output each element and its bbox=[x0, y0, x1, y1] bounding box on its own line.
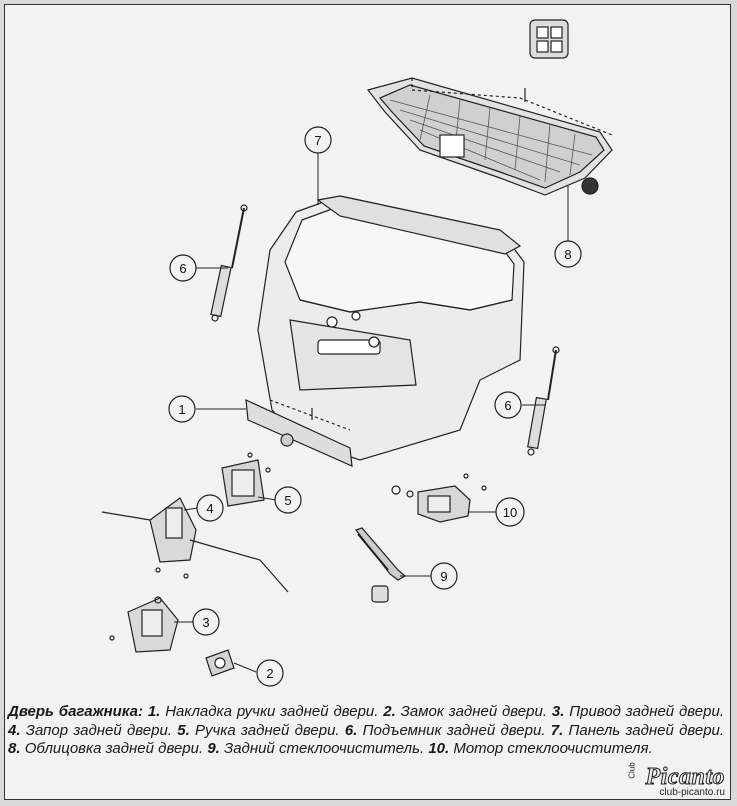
svg-text:3: 3 bbox=[202, 615, 209, 630]
site-watermark: Club Picanto club-picanto.ru bbox=[627, 762, 725, 798]
callout-1: 1 bbox=[168, 395, 196, 423]
caption-item: 9. Задний стеклоочиститель. bbox=[207, 740, 425, 757]
caption-item: 4. Запор задней двери. bbox=[8, 721, 172, 739]
watermark-site: club-picanto.ru bbox=[659, 787, 725, 798]
callout-9: 9 bbox=[430, 562, 458, 590]
svg-text:6: 6 bbox=[504, 398, 511, 413]
tailgate-panel-part bbox=[257, 195, 525, 461]
tailgate-actuator-part bbox=[109, 596, 179, 653]
right-gas-strut-part bbox=[527, 346, 560, 456]
tailgate-trim-panel-part bbox=[366, 77, 613, 196]
wiper-motor-part bbox=[391, 473, 487, 523]
svg-text:2: 2 bbox=[266, 666, 273, 681]
svg-text:1: 1 bbox=[178, 402, 185, 417]
tailgate-lock-part bbox=[205, 649, 235, 677]
watermark-brand: Picanto bbox=[645, 764, 725, 791]
callout-7: 7 bbox=[304, 126, 332, 154]
callout-2: 2 bbox=[256, 659, 284, 687]
caption-item: 10. Мотор стеклоочистителя. bbox=[428, 740, 653, 757]
watermark-club: Club bbox=[627, 762, 637, 779]
tailgate-handle-part bbox=[221, 452, 271, 507]
svg-text:10: 10 bbox=[503, 505, 517, 520]
callout-3: 3 bbox=[192, 608, 220, 636]
rear-wiper-part bbox=[355, 527, 407, 603]
caption-item: 8. Облицовка задней двери. bbox=[8, 740, 204, 757]
caption-lead: Дверь багажника: bbox=[8, 703, 143, 720]
tailgate-latch-part bbox=[101, 497, 289, 593]
caption-item: 7. Панель задней двери. bbox=[550, 721, 725, 739]
callout-5: 5 bbox=[274, 486, 302, 514]
handle-cover-part bbox=[245, 399, 353, 467]
caption-item: 2. Замок задней двери. bbox=[383, 703, 547, 720]
svg-text:5: 5 bbox=[284, 493, 291, 508]
rear-emblem-part bbox=[529, 19, 569, 59]
caption-item: 1. Накладка ручки задней двери. bbox=[147, 703, 379, 720]
caption-item: 6. Подъемник задней двери. bbox=[344, 721, 546, 739]
left-gas-strut-part bbox=[210, 204, 248, 322]
svg-text:8: 8 bbox=[564, 247, 571, 262]
callout-4: 4 bbox=[196, 494, 224, 522]
svg-text:6: 6 bbox=[179, 261, 186, 276]
caption-item: 5. Ручка задней двери. bbox=[177, 721, 340, 739]
callout-6-right: 6 bbox=[494, 391, 522, 419]
callout-6-left: 6 bbox=[169, 254, 197, 282]
figure-caption: Дверь багажника: 1. Накладка ручки задне… bbox=[8, 703, 724, 759]
callout-8: 8 bbox=[554, 240, 582, 268]
leader-lines bbox=[174, 152, 569, 673]
tailgate-exploded-diagram: 1 2 3 4 5 6 6 7 8 9 10 bbox=[101, 19, 613, 687]
svg-text:4: 4 bbox=[206, 501, 213, 516]
svg-text:7: 7 bbox=[314, 133, 321, 148]
callout-10: 10 bbox=[495, 497, 525, 527]
caption-item: 3. Привод задней двери. bbox=[551, 703, 724, 720]
svg-text:9: 9 bbox=[440, 569, 447, 584]
